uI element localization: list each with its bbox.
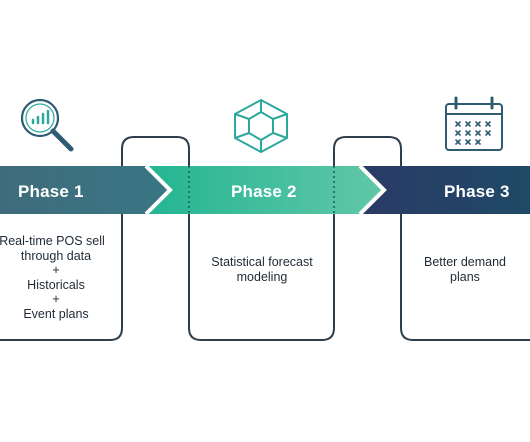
chevron-separator-1 [144,164,173,216]
phase-2-band [146,166,384,214]
phase-1-line: + [52,263,60,277]
phase-2-line: modeling [236,269,288,284]
chevron-separator-2 [358,164,387,216]
cube-network-icon [234,99,288,153]
phase-1-description: Real-time POS sell through data + Histor… [0,234,112,321]
phase-1-line: Historicals [27,277,85,292]
phase-1-line: + [52,292,60,306]
phase-2-description: Statistical forecast modeling [197,255,327,284]
phase-3-line: plans [450,269,480,284]
phase-1-line: through data [20,248,92,263]
phase-1-line: Event plans [23,306,89,321]
phase-2-label: Phase 2 [231,182,297,201]
calendar-icon [445,96,503,151]
phase-1-label: Phase 1 [18,182,84,201]
phase-3-line: Better demand [424,255,506,269]
phase-3-description: Better demand plans [410,255,520,284]
phase-3-band [360,166,530,214]
flow-outline [0,136,530,341]
phase-1-line: Real-time POS sell [0,234,105,248]
phase-3-label: Phase 3 [444,182,510,201]
magnifier-chart-icon [20,98,74,152]
phase-2-line: Statistical forecast [211,255,313,269]
phase-1-band [0,166,170,214]
